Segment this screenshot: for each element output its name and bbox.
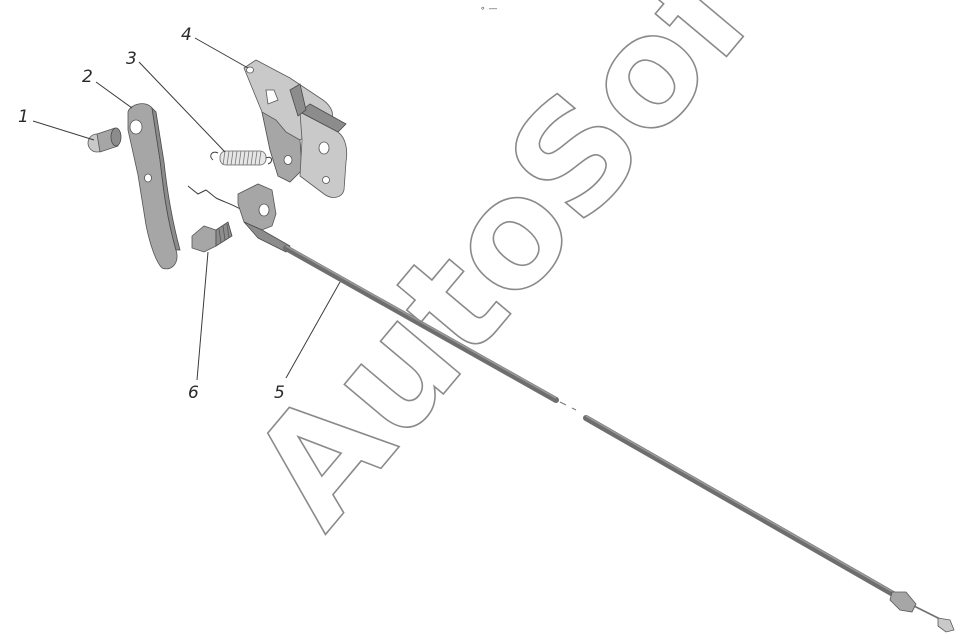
part-6-bolt bbox=[191, 221, 233, 253]
part-5-cable-assembly bbox=[187, 183, 955, 633]
part-3-spring bbox=[210, 150, 273, 166]
part-1-pin bbox=[87, 127, 122, 153]
callout-1: 1 bbox=[18, 107, 29, 127]
callout-2: 2 bbox=[82, 67, 93, 87]
part-4-bracket bbox=[243, 59, 348, 198]
part-2-lever bbox=[127, 103, 181, 270]
top-mark: ∘ — bbox=[480, 4, 498, 14]
callout-5: 5 bbox=[274, 383, 285, 403]
leader-lines bbox=[32, 37, 341, 381]
callout-4: 4 bbox=[181, 25, 192, 45]
watermark-text: AutoSoft bbox=[219, 0, 832, 558]
callout-3: 3 bbox=[126, 49, 137, 69]
callout-6: 6 bbox=[188, 383, 199, 403]
